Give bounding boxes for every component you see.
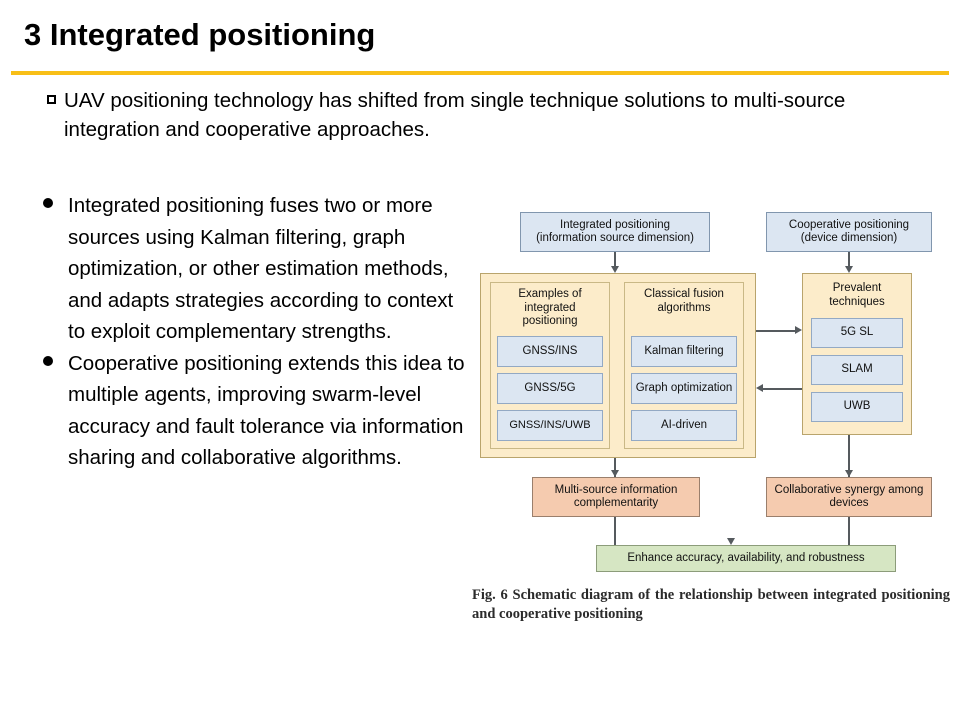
bullet-text: Integrated positioning fuses two or more…: [68, 194, 454, 343]
chip-ai-driven: AI-driven: [631, 410, 737, 441]
round-bullet-icon: [43, 348, 68, 380]
head-line-2: (information source dimension): [536, 232, 694, 244]
connector-head-cooperative: [848, 252, 850, 267]
chip-gnss-ins-uwb: GNSS/INS/UWB: [497, 410, 603, 441]
chip-kalman-filtering: Kalman filtering: [631, 336, 737, 367]
chip-slam: SLAM: [811, 355, 903, 385]
round-bullet-icon: [43, 190, 68, 222]
arrowhead-right-icon: [795, 326, 802, 334]
outcome-label: Multi-source information complementarity: [554, 483, 678, 510]
connector-head-integrated: [614, 252, 616, 267]
lead-paragraph-text: UAV positioning technology has shifted f…: [64, 89, 846, 141]
list-item: Cooperative positioning extends this ide…: [43, 348, 473, 474]
group-title-examples: Examples of integrated positioning: [518, 288, 582, 327]
figure-caption: Fig. 6 Schematic diagram of the relation…: [472, 587, 950, 622]
chip-graph-optimization: Graph optimization: [631, 373, 737, 404]
chip-gnss-5g: GNSS/5G: [497, 373, 603, 404]
connector-right-to-left: [763, 388, 802, 390]
arrowhead-down-icon: [727, 538, 735, 545]
arrowhead-down-icon: [845, 470, 853, 477]
lead-paragraph: UAV positioning technology has shifted f…: [47, 86, 927, 144]
bullet-text: Cooperative positioning extends this ide…: [68, 351, 465, 470]
chip-uwb: UWB: [811, 392, 903, 422]
connector-integrated-to-outcome: [614, 458, 616, 477]
connector-outcome1-down: [614, 517, 616, 547]
chip-5g-sl: 5G SL: [811, 318, 903, 348]
head-line-1: Integrated positioning: [560, 218, 670, 231]
connector-prevalent-to-outcome: [848, 435, 850, 477]
arrowhead-left-icon: [756, 384, 763, 392]
outcome-label: Collaborative synergy among devices: [774, 483, 924, 510]
list-item: Integrated positioning fuses two or more…: [43, 190, 473, 348]
final-outcome-box: Enhance accuracy, availability, and robu…: [596, 545, 896, 572]
title-divider: [11, 71, 949, 75]
arrowhead-down-icon: [611, 266, 619, 273]
final-outcome-label: Enhance accuracy, availability, and robu…: [627, 551, 865, 564]
chip-gnss-ins: GNSS/INS: [497, 336, 603, 367]
page-title: 3 Integrated positioning: [24, 17, 376, 52]
outcome-collaborative-synergy: Collaborative synergy among devices: [766, 477, 932, 517]
outcome-multi-source-complementarity: Multi-source information complementarity: [532, 477, 700, 517]
connector-left-to-right: [756, 330, 796, 332]
group-title-classical-fusion: Classical fusion algorithms: [644, 288, 724, 314]
diagram-head-cooperative: Cooperative positioning (device dimensio…: [766, 212, 932, 252]
square-bullet-icon: [47, 86, 64, 115]
arrowhead-down-icon: [611, 470, 619, 477]
connector-outcome2-down: [848, 517, 850, 547]
head-line-2: (device dimension): [800, 232, 898, 244]
arrowhead-down-icon: [845, 266, 853, 273]
group-title-prevalent-techniques: Prevalent techniques: [829, 282, 885, 308]
head-line-1: Cooperative positioning: [788, 218, 910, 231]
diagram-head-integrated: Integrated positioning (information sour…: [520, 212, 710, 252]
bullet-list: Integrated positioning fuses two or more…: [43, 190, 473, 474]
figure-diagram: Integrated positioning (information sour…: [466, 200, 952, 630]
